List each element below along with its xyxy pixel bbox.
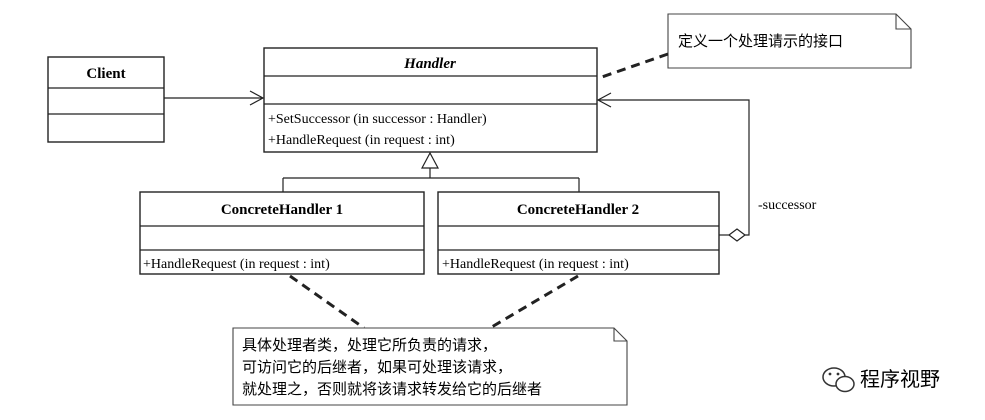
note-concrete-line: 具体处理者类，处理它所负责的请求， <box>242 336 497 354</box>
note-concrete: 具体处理者类，处理它所负责的请求， 可访问它的后继者，如果可处理该请求， 就处理… <box>232 274 628 406</box>
class-handler: Handler +SetSuccessor (in successor : Ha… <box>263 47 598 153</box>
successor-aggregation: -successor <box>596 92 817 242</box>
concrete2-method: +HandleRequest (in request : int) <box>442 257 629 272</box>
concrete2-title: ConcreteHandler 2 <box>517 202 639 218</box>
handler-method: +HandleRequest (in request : int) <box>268 133 455 148</box>
class-client: Client <box>47 56 165 143</box>
watermark-text: 程序视野 <box>860 367 940 391</box>
note-connector <box>598 52 669 80</box>
class-concrete-handler-2: ConcreteHandler 2 +HandleRequest (in req… <box>437 191 720 275</box>
note-handler-text: 定义一个处理请示的接口 <box>678 32 843 50</box>
note-handler: 定义一个处理请示的接口 <box>598 13 912 80</box>
generalization-arrow <box>282 151 580 192</box>
client-title: Client <box>86 66 125 82</box>
successor-label: -successor <box>758 198 817 213</box>
handler-title: Handler <box>403 56 456 72</box>
concrete1-method: +HandleRequest (in request : int) <box>143 257 330 272</box>
note-connector <box>289 274 365 330</box>
note-concrete-line: 就处理之，否则就将该请求转发给它的后继者 <box>242 380 542 398</box>
client-handler-association <box>164 90 265 106</box>
concrete1-title: ConcreteHandler 1 <box>221 202 343 218</box>
wechat-icon <box>822 367 855 393</box>
aggregation-diamond <box>728 228 746 242</box>
watermark: 程序视野 <box>822 367 940 393</box>
note-connector <box>489 274 579 330</box>
handler-method: +SetSuccessor (in successor : Handler) <box>268 112 487 127</box>
note-concrete-line: 可访问它的后继者，如果可处理该请求， <box>242 358 512 376</box>
class-concrete-handler-1: ConcreteHandler 1 +HandleRequest (in req… <box>139 191 425 275</box>
